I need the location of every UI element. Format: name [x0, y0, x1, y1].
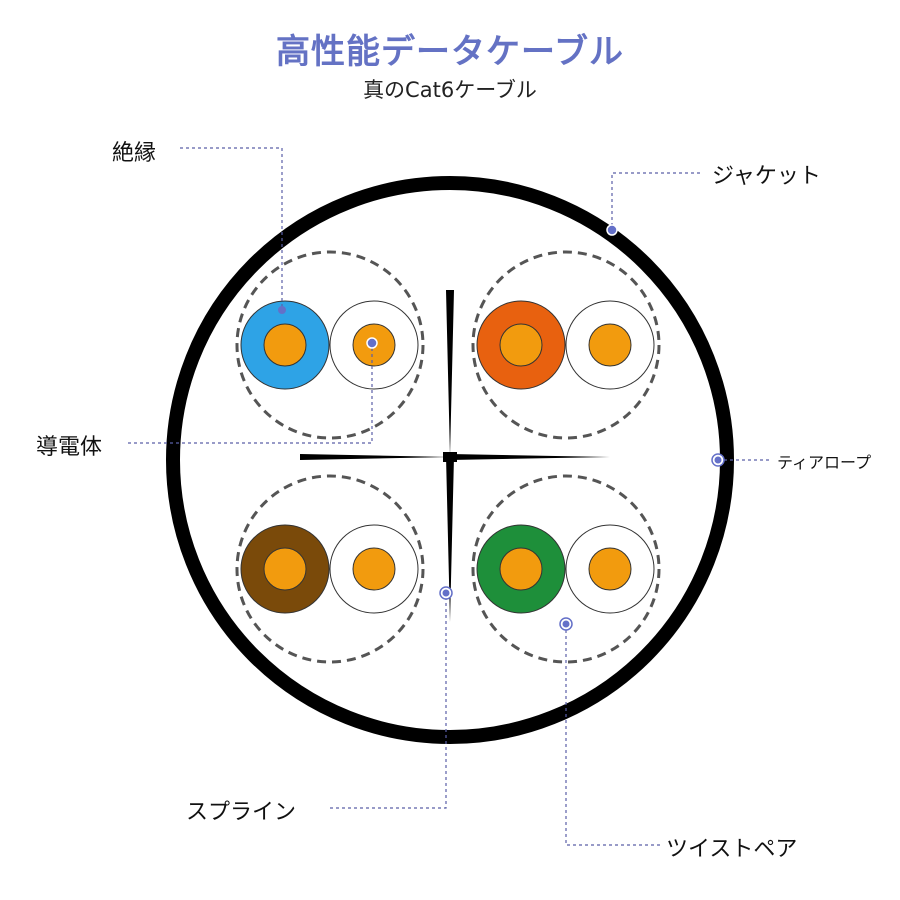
label-ripcord: ティアロープ — [777, 453, 872, 472]
conductor — [499, 323, 543, 367]
spline-center — [443, 452, 457, 462]
conductor — [588, 547, 632, 591]
leader-lines — [128, 147, 770, 846]
label-jacket: ジャケット — [712, 164, 821, 189]
pair-group-bottom-right — [471, 474, 661, 664]
marker-twisted-pair — [562, 620, 570, 628]
marker-insulation — [278, 306, 286, 314]
pair-boundary — [471, 250, 661, 440]
label-spline: スプライン — [186, 800, 297, 825]
label-twisted-pair: ツイストペア — [666, 837, 798, 862]
marker-spline — [442, 589, 450, 597]
page-subtitle: 真のCat6ケーブル — [363, 78, 537, 102]
leader-twisted-pair — [565, 624, 660, 846]
conductor — [263, 547, 307, 591]
pair-group-top-right — [471, 250, 661, 440]
leader-spline — [330, 595, 447, 809]
markers — [278, 224, 725, 631]
marker-jacket — [606, 224, 618, 236]
pair-boundary — [235, 474, 425, 664]
marker-ripcord — [714, 456, 722, 464]
conductor — [588, 323, 632, 367]
conductor — [263, 323, 307, 367]
leader-jacket — [611, 172, 700, 230]
conductor — [352, 547, 396, 591]
marker-conductor — [366, 337, 378, 349]
leader-insulation — [180, 147, 283, 310]
conductor — [499, 547, 543, 591]
pair-boundary — [235, 250, 425, 440]
pair-boundary — [471, 474, 661, 664]
page-title: 高性能データケーブル — [276, 32, 624, 72]
pair-group-bottom-left — [235, 474, 425, 664]
label-conductor: 導電体 — [36, 435, 103, 460]
label-insulation: 絶縁 — [112, 141, 157, 166]
